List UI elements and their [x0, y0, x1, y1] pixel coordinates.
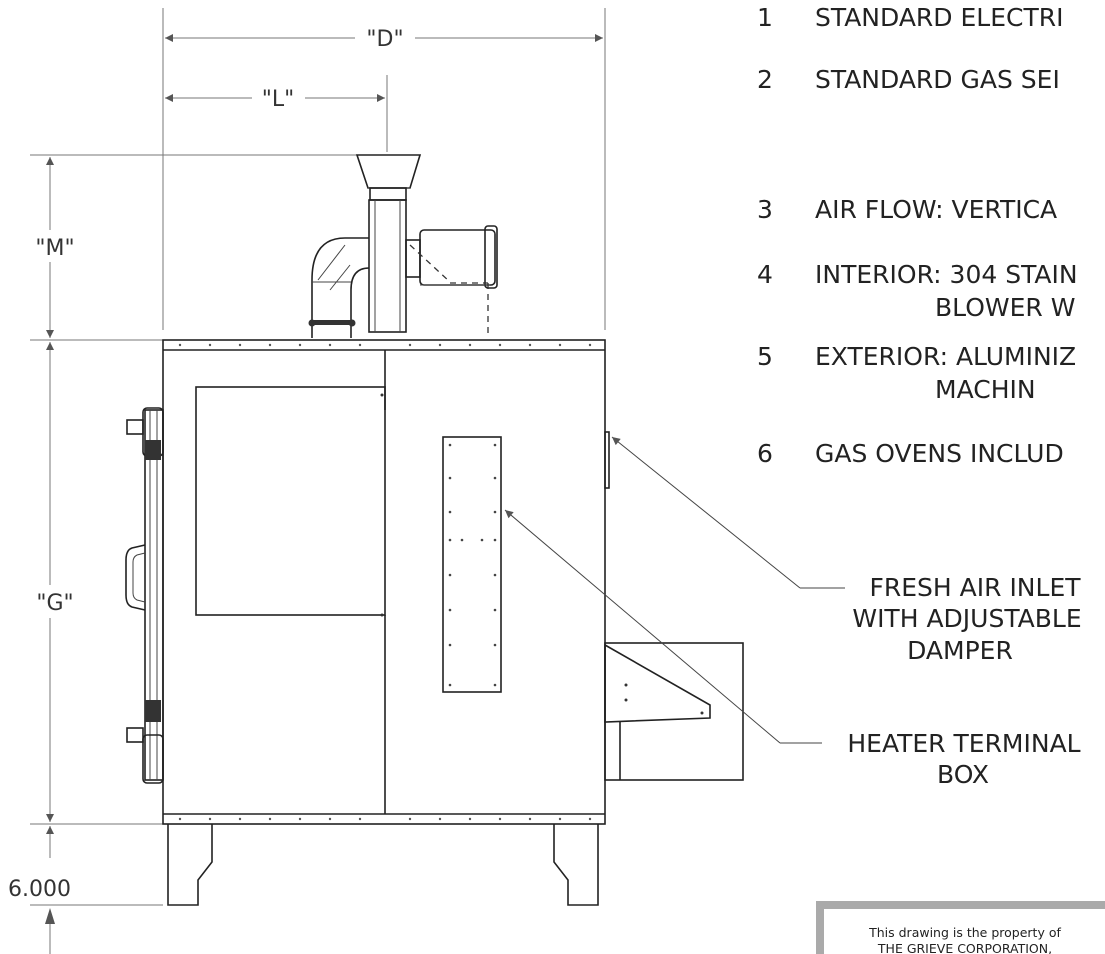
callout-line: HEATER TERMINAL	[847, 729, 1080, 758]
notes-list: 1 STANDARD ELECTRI 2 STANDARD GAS SEI 3 …	[757, 3, 1078, 468]
callout-line: FRESH AIR INLET	[869, 573, 1081, 602]
exhaust-blower	[308, 154, 498, 338]
oven-legs	[167, 824, 599, 906]
dimension-leg: 6.000	[8, 826, 71, 954]
note-number: 1	[757, 3, 773, 32]
dim-l-label: "L"	[262, 87, 295, 112]
dimension-m: "M"	[35, 157, 75, 338]
dimension-d: "D"	[165, 27, 603, 52]
note-number: 6	[757, 439, 773, 468]
note-text: INTERIOR: 304 STAIN	[815, 260, 1078, 289]
notice-line: This drawing is the property of	[868, 925, 1061, 940]
note-text: GAS OVENS INCLUD	[815, 439, 1064, 468]
note-number: 4	[757, 260, 773, 289]
callout-line: DAMPER	[907, 636, 1013, 665]
oven-cabinet	[162, 339, 610, 825]
note-number: 3	[757, 195, 773, 224]
dim-leg-label: 6.000	[8, 877, 71, 902]
note-text: STANDARD ELECTRI	[815, 3, 1063, 32]
note-number: 2	[757, 65, 773, 94]
callout-line: WITH ADJUSTABLE	[852, 604, 1081, 633]
note-text: STANDARD GAS SEI	[815, 65, 1060, 94]
dim-d-label: "D"	[366, 27, 403, 52]
note-number: 5	[757, 342, 773, 371]
callout-leaders	[504, 436, 845, 744]
dim-g-label: "G"	[36, 591, 73, 616]
dimension-l: "L"	[165, 87, 385, 112]
callout-heater-box: HEATER TERMINAL BOX	[847, 729, 1080, 789]
note-text-continued: BLOWER W	[935, 293, 1075, 322]
heater-box	[604, 642, 744, 781]
note-text-continued: MACHIN	[935, 375, 1036, 404]
dimension-lines	[30, 8, 606, 906]
property-notice: This drawing is the property of THE GRIE…	[816, 901, 1105, 954]
callout-fresh-air: FRESH AIR INLET WITH ADJUSTABLE DAMPER	[852, 573, 1081, 665]
door-hardware	[125, 407, 164, 784]
notice-line: THE GRIEVE CORPORATION,	[877, 941, 1052, 954]
note-text: EXTERIOR: ALUMINIZ	[815, 342, 1076, 371]
callout-line: BOX	[937, 760, 989, 789]
note-text: AIR FLOW: VERTICA	[815, 195, 1057, 224]
dim-m-label: "M"	[35, 236, 74, 261]
dimension-g: "G"	[36, 342, 74, 822]
